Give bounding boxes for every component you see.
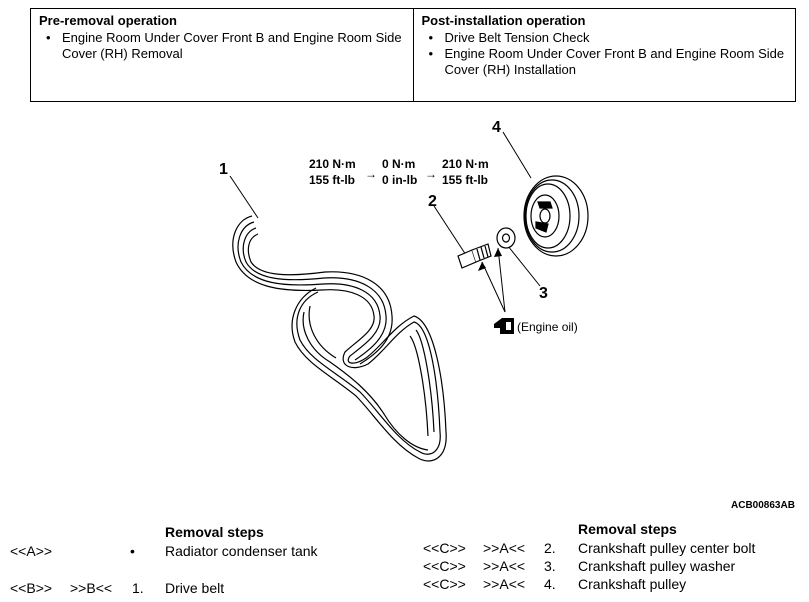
service-point-b: >>B<< bbox=[70, 580, 113, 596]
engine-oil-icon bbox=[494, 318, 514, 334]
step-number: 1. bbox=[132, 580, 144, 596]
torque-arrow: → bbox=[365, 167, 377, 181]
leader-arrowheads bbox=[478, 248, 502, 271]
crankshaft-pulley-center-bolt bbox=[457, 243, 492, 269]
torque-step2-metric: 0 N·m bbox=[382, 157, 415, 171]
post-installation-item: Engine Room Under Cover Front B and Engi… bbox=[422, 46, 788, 78]
step-number: 3. bbox=[544, 558, 556, 574]
pre-removal-column: Pre-removal operation Engine Room Under … bbox=[31, 9, 413, 101]
service-point-a: <<B>> bbox=[10, 580, 53, 596]
step-name: Crankshaft pulley center bolt bbox=[578, 540, 756, 556]
step-number: 2. bbox=[544, 540, 556, 556]
callout-1: 1 bbox=[219, 161, 228, 178]
callout-4: 4 bbox=[492, 119, 501, 136]
post-installation-column: Post-installation operation Drive Belt T… bbox=[412, 9, 796, 101]
callout-3: 3 bbox=[539, 285, 548, 302]
callout-2: 2 bbox=[428, 193, 437, 210]
step-number: • bbox=[130, 543, 135, 559]
leader-lines bbox=[229, 131, 541, 313]
service-point-a: <<A>> bbox=[10, 543, 53, 559]
step-number: 4. bbox=[544, 576, 556, 592]
crankshaft-pulley bbox=[523, 175, 589, 257]
engine-oil-label: (Engine oil) bbox=[517, 320, 578, 334]
torque-step1-metric: 210 N·m bbox=[309, 157, 356, 171]
pre-removal-heading: Pre-removal operation bbox=[39, 13, 177, 28]
torque-step3-metric: 210 N·m bbox=[442, 157, 489, 171]
step-name: Crankshaft pulley washer bbox=[578, 558, 736, 574]
torque-spec: 210 N·m 155 ft-lb → 0 N·m 0 in-lb → 210 … bbox=[309, 157, 489, 187]
removal-steps-heading-left: Removal steps bbox=[165, 524, 264, 540]
service-point-a: <<C>> bbox=[423, 558, 466, 574]
post-installation-heading: Post-installation operation bbox=[421, 13, 586, 28]
step-name: Drive belt bbox=[165, 580, 225, 596]
torque-step2-imperial: 0 in-lb bbox=[382, 173, 417, 187]
post-installation-item: Drive Belt Tension Check bbox=[422, 30, 788, 46]
operations-table: Pre-removal operation Engine Room Under … bbox=[30, 8, 796, 102]
step-name: Crankshaft pulley bbox=[578, 576, 687, 592]
post-installation-list: Drive Belt Tension Check Engine Room Und… bbox=[422, 30, 788, 78]
drive-belt bbox=[232, 215, 447, 462]
service-point-b: >>A<< bbox=[483, 576, 526, 592]
figure-id: ACB00863AB bbox=[731, 500, 795, 511]
torque-arrow: → bbox=[425, 167, 437, 181]
torque-step1-imperial: 155 ft-lb bbox=[309, 173, 355, 187]
crankshaft-pulley-washer bbox=[496, 227, 516, 249]
service-point-b: >>A<< bbox=[483, 558, 526, 574]
service-point-a: <<C>> bbox=[423, 540, 466, 556]
pre-removal-item: Engine Room Under Cover Front B and Engi… bbox=[39, 30, 405, 62]
step-name: Radiator condenser tank bbox=[165, 543, 318, 559]
service-point-a: <<C>> bbox=[423, 576, 466, 592]
removal-steps-heading-right: Removal steps bbox=[578, 521, 677, 537]
service-point-b: >>A<< bbox=[483, 540, 526, 556]
pre-removal-list: Engine Room Under Cover Front B and Engi… bbox=[39, 30, 405, 62]
torque-step3-imperial: 155 ft-lb bbox=[442, 173, 488, 187]
